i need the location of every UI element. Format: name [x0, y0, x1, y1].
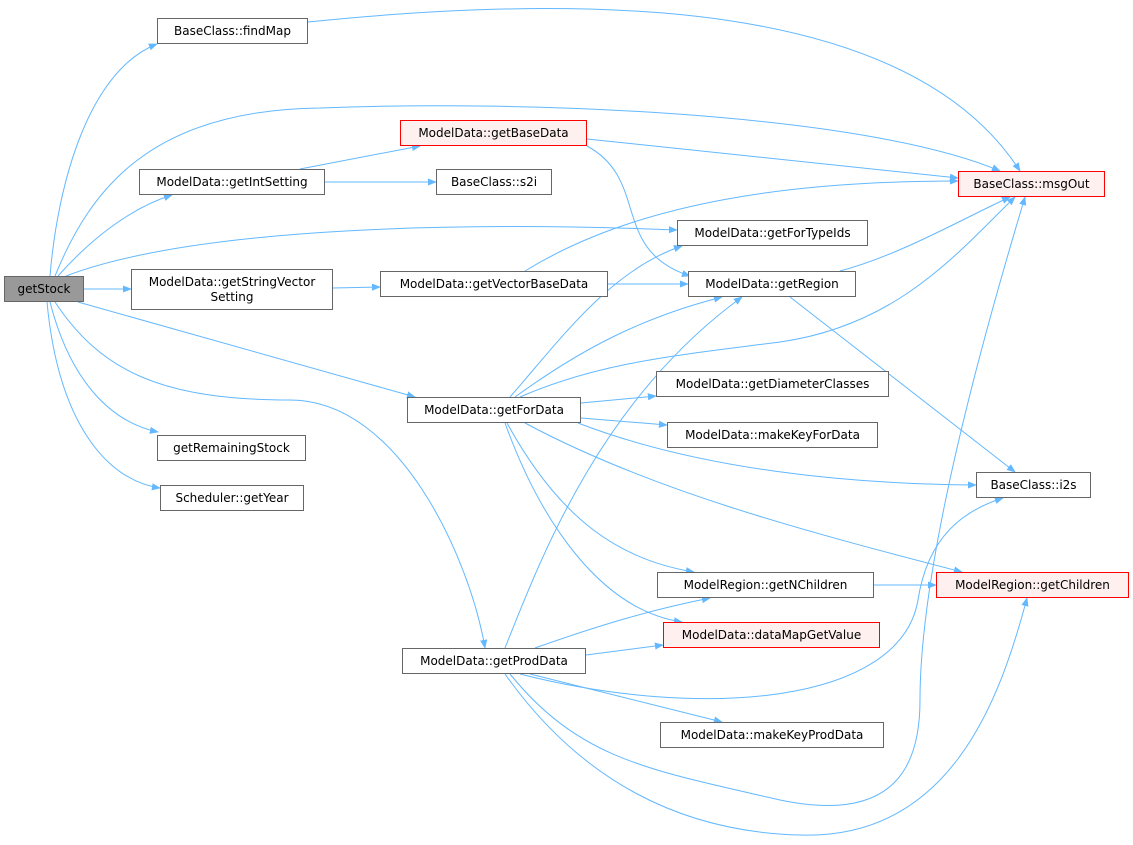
edge-getregion-i2s	[789, 296, 1016, 473]
edge-getintsetting-getbasedata	[299, 143, 421, 170]
edge-getfordata-msgout	[519, 196, 1016, 398]
edge-getregion-msgout	[839, 196, 1011, 272]
edge-getstringvectorsetting-getvectorbasedata	[332, 283, 381, 291]
edge-getfordata-datamapgetvalue	[504, 422, 683, 625]
node-modeldata-makekeyproddata[interactable]: ModelData::makeKeyProdData	[660, 722, 884, 748]
edge-getvectorbasedata-msgout	[524, 177, 959, 272]
edge-getstock-getfortypeids	[65, 226, 678, 277]
edge-getfordata-getfortypeids	[509, 245, 683, 398]
node-modeldata-datamapgetvalue[interactable]: ModelData::dataMapGetValue	[663, 622, 880, 648]
node-baseclass-msgout[interactable]: BaseClass::msgOut	[958, 171, 1105, 197]
node-modeldata-getbasedata[interactable]: ModelData::getBaseData	[400, 120, 587, 146]
edge-getbasedata-msgout	[586, 138, 959, 181]
node-modeldata-getintsetting[interactable]: ModelData::getIntSetting	[139, 169, 325, 195]
edge-getproddata-getnchildren	[534, 596, 711, 649]
edge-getfordata-getregion	[514, 295, 723, 398]
edge-getproddata-getchildren	[504, 597, 1029, 836]
edge-getfordata-getnchildren	[506, 422, 695, 575]
node-modeldata-makekeyfordata[interactable]: ModelData::makeKeyForData	[667, 422, 878, 448]
edge-getfordata-makekeyfordata	[580, 417, 668, 428]
edge-getstock-findmap	[49, 43, 158, 277]
edge-getstock-getyear	[46, 301, 161, 491]
node-getstock[interactable]: getStock	[4, 276, 84, 302]
edge-findmap-msgout	[307, 7, 1021, 172]
edge-getproddata-i2s	[519, 497, 1004, 700]
node-getremainingstock[interactable]: getRemainingStock	[157, 435, 306, 461]
node-modeldata-getfortypeids[interactable]: ModelData::getForTypeIds	[677, 220, 868, 246]
node-modeldata-getvectorbasedata[interactable]: ModelData::getVectorBaseData	[380, 271, 608, 297]
edge-getbasedata-getregion	[586, 145, 691, 277]
node-baseclass-i2s[interactable]: BaseClass::i2s	[976, 472, 1091, 498]
node-baseclass-s2i[interactable]: BaseClass::s2i	[436, 169, 552, 195]
edge-getstock-getfordata	[77, 301, 416, 399]
edge-getproddata-makekeyproddata	[529, 673, 723, 724]
edge-getstock-msgout	[54, 105, 1001, 277]
node-basedclass-findmap[interactable]: BaseClass::findMap	[157, 18, 308, 44]
edge-getfordata-getdiameterclasses	[580, 393, 657, 404]
node-modeldata-getfordata[interactable]: ModelData::getForData	[407, 397, 581, 423]
edge-getstock-getintsetting	[57, 193, 173, 277]
edge-getfordata-i2s	[577, 422, 977, 489]
edge-getstock-getremainingstock	[49, 301, 159, 434]
node-modeldata-getregion[interactable]: ModelData::getRegion	[688, 271, 856, 297]
edge-getfordata-getchildren	[524, 422, 963, 574]
edge-getproddata-datamapgetvalue	[585, 642, 664, 656]
node-modelregion-getnchildren[interactable]: ModelRegion::getNChildren	[657, 572, 874, 598]
node-modeldata-getdiameterclasses[interactable]: ModelData::getDiameterClasses	[656, 371, 889, 397]
node-modeldata-getproddata[interactable]: ModelData::getProdData	[402, 648, 586, 674]
edge-getproddata-getregion	[504, 296, 743, 649]
node-modeldata-getstringvectorsetting[interactable]: ModelData::getStringVector Setting	[131, 269, 333, 310]
edge-getstock-getproddata	[54, 301, 488, 649]
node-modelregion-getchildren[interactable]: ModelRegion::getChildren	[936, 572, 1129, 598]
edge-getproddata-msgout	[509, 196, 1027, 806]
node-scheduler-getyear[interactable]: Scheduler::getYear	[160, 485, 304, 511]
